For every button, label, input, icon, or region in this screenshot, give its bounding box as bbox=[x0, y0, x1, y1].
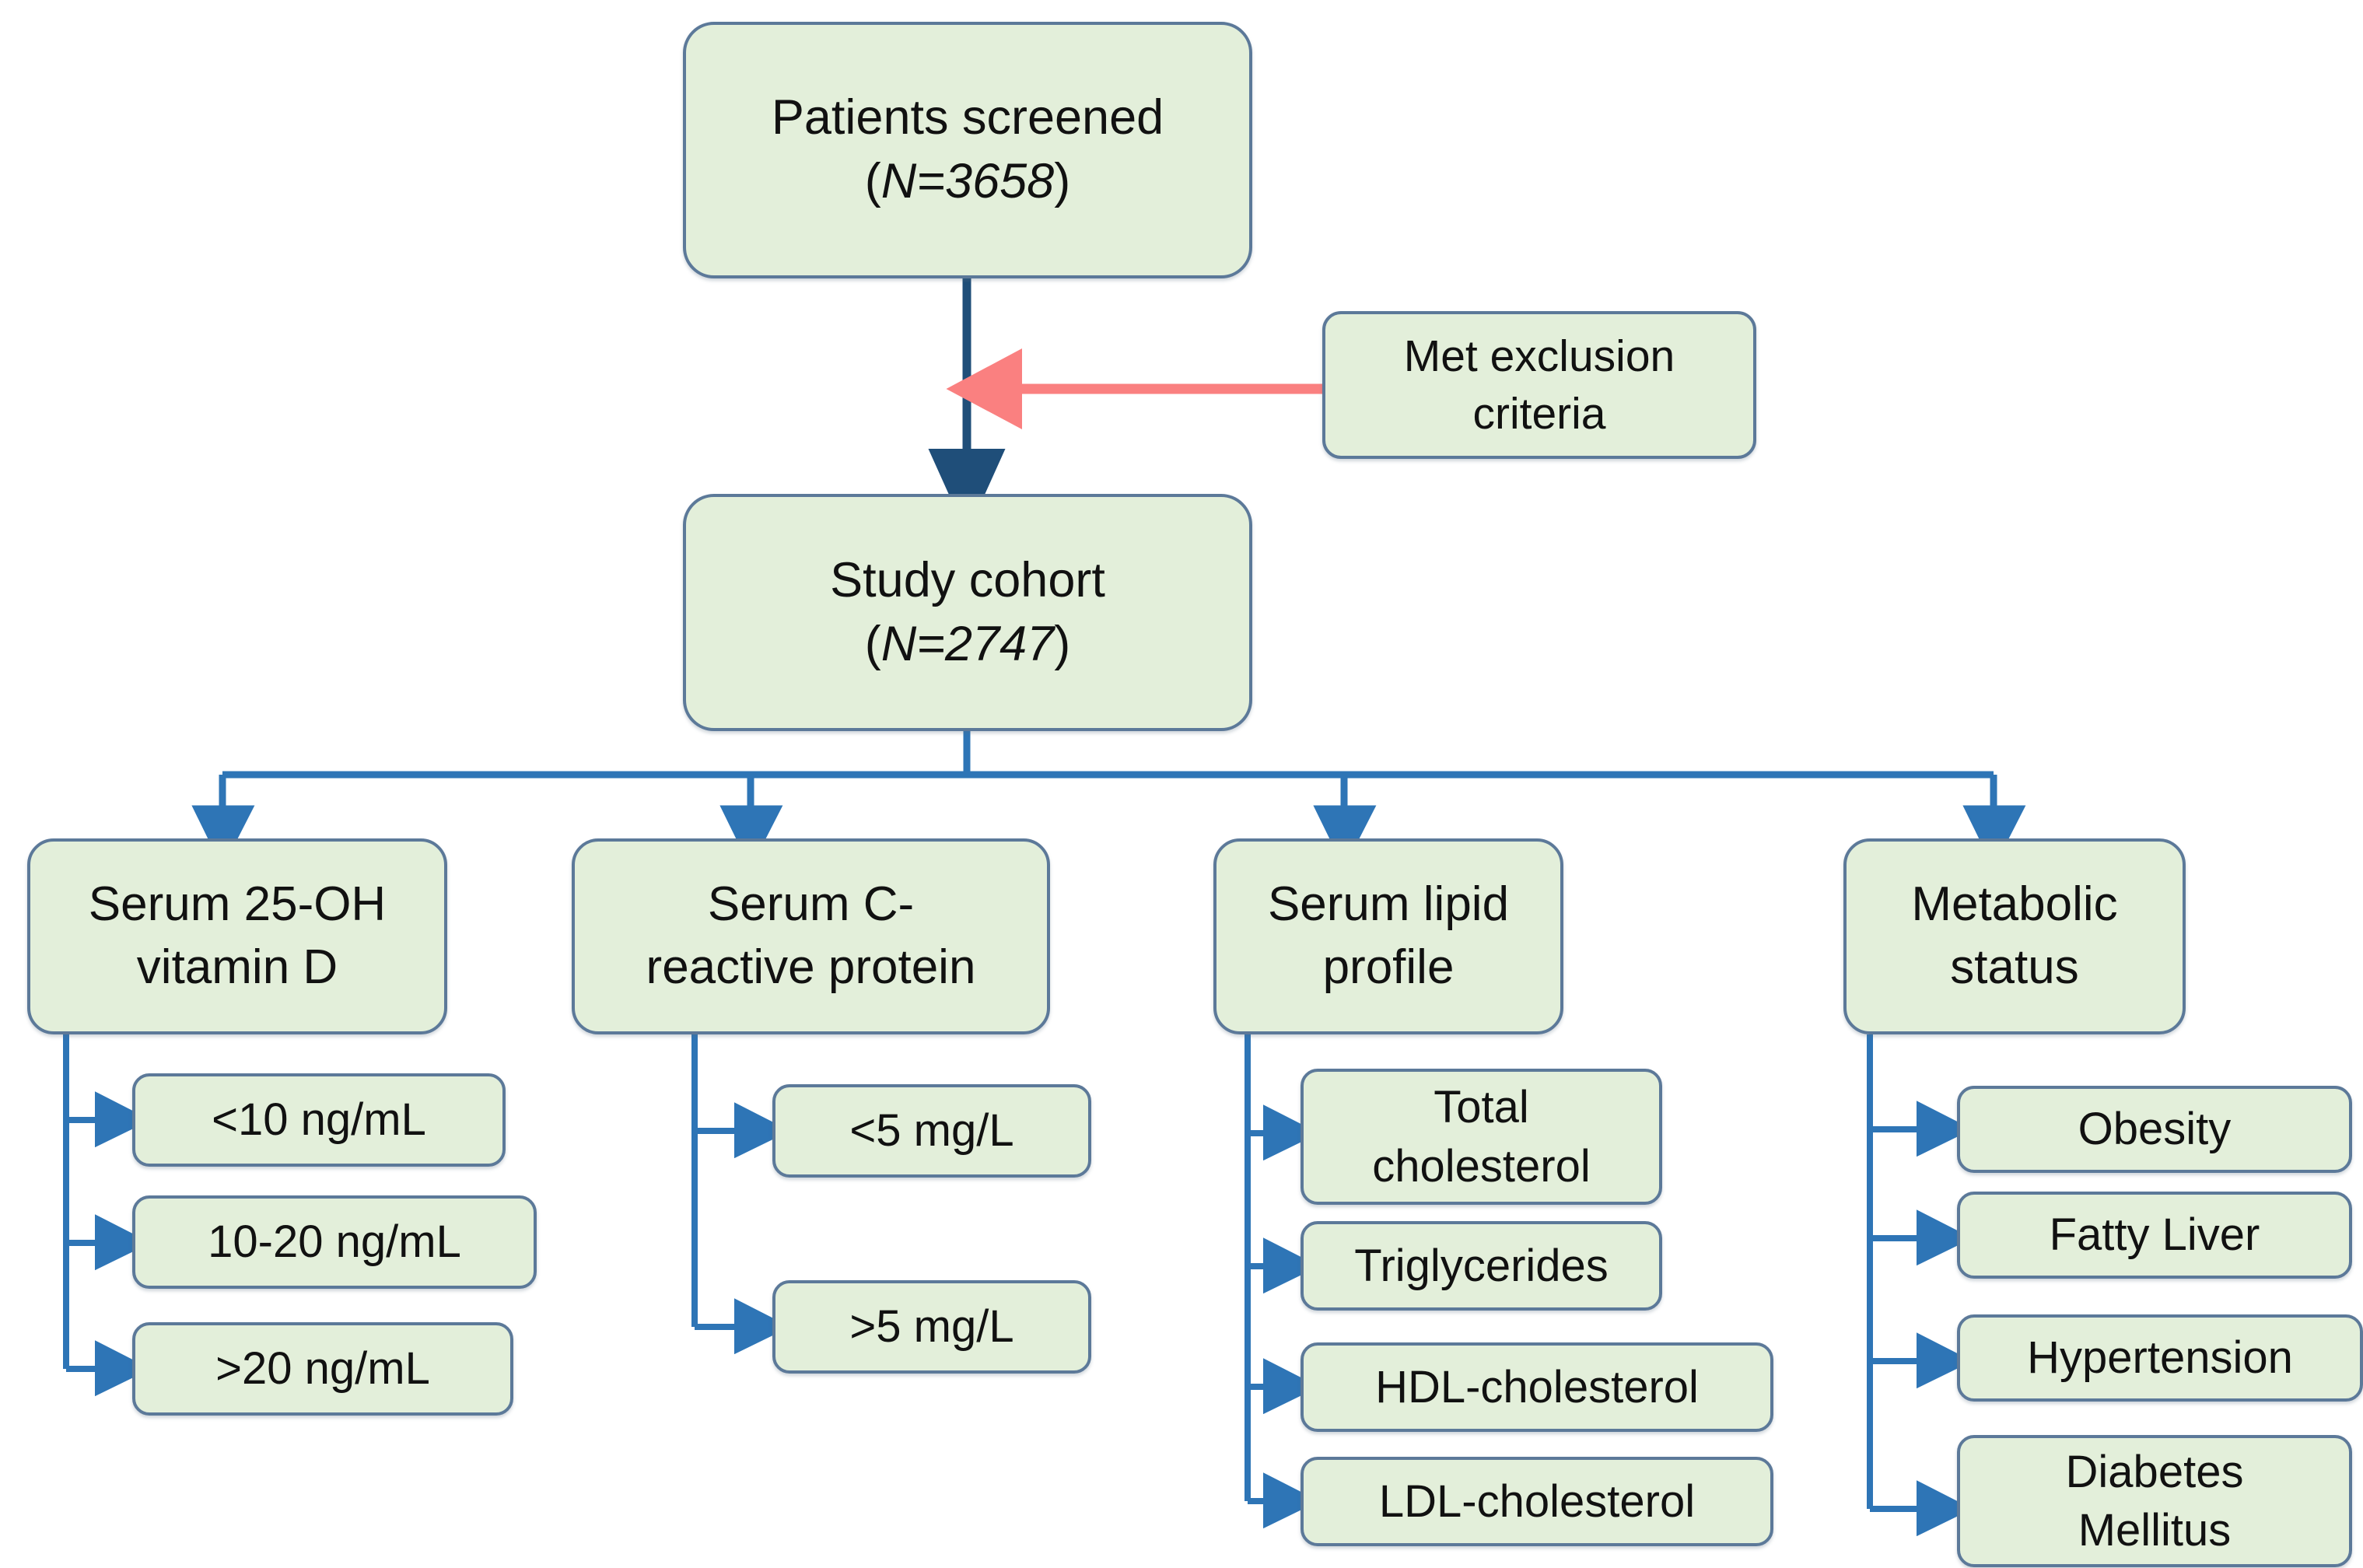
study-cohort-count: (N=2747) bbox=[864, 616, 1071, 671]
triglycerides-label: Triglycerides bbox=[1354, 1240, 1609, 1291]
metabolic-title-line2: status bbox=[1950, 940, 2079, 994]
diabetes-label-line1: Diabetes bbox=[2065, 1446, 2244, 1497]
study-cohort-label: Study cohort bbox=[830, 552, 1105, 607]
lipid-title-line1: Serum lipid bbox=[1267, 877, 1510, 932]
fatty-liver-label: Fatty Liver bbox=[2049, 1209, 2260, 1261]
connector-cohort-distributor bbox=[191, 731, 2026, 869]
vitamin-d-gt20-label: >20 ng/mL bbox=[215, 1343, 430, 1395]
node-serum-25oh-vitamin-d[interactable]: Serum 25-OH vitamin D bbox=[27, 838, 447, 1034]
crp-lt5-label: <5 mg/L bbox=[849, 1105, 1014, 1157]
patients-screened-count: (N=3658) bbox=[864, 154, 1071, 208]
lipid-title-line2: profile bbox=[1322, 940, 1455, 994]
exclusion-label-line2: criteria bbox=[1472, 389, 1606, 439]
node-crp-gt5[interactable]: >5 mg/L bbox=[772, 1280, 1091, 1374]
node-serum-lipid-profile[interactable]: Serum lipid profile bbox=[1213, 838, 1563, 1034]
total-cholesterol-label-line1: Total bbox=[1434, 1082, 1529, 1133]
node-serum-c-reactive-protein[interactable]: Serum C- reactive protein bbox=[572, 838, 1050, 1034]
metabolic-title-line1: Metabolic bbox=[1911, 877, 2118, 932]
node-patients-screened[interactable]: Patients screened (N=3658) bbox=[683, 22, 1252, 278]
crp-gt5-label: >5 mg/L bbox=[849, 1301, 1014, 1353]
hypertension-label: Hypertension bbox=[2027, 1332, 2293, 1384]
vitamin-d-title-line1: Serum 25-OH bbox=[88, 877, 387, 932]
connector-metabolic-branches bbox=[1867, 1034, 1973, 1537]
node-obesity[interactable]: Obesity bbox=[1957, 1086, 2352, 1173]
crp-title-line2: reactive protein bbox=[646, 940, 976, 994]
node-study-cohort[interactable]: Study cohort (N=2747) bbox=[683, 494, 1252, 731]
node-triglycerides[interactable]: Triglycerides bbox=[1301, 1221, 1662, 1311]
node-ldl-cholesterol[interactable]: LDL-cholesterol bbox=[1301, 1457, 1773, 1546]
node-hdl-cholesterol[interactable]: HDL-cholesterol bbox=[1301, 1342, 1773, 1432]
node-crp-lt5[interactable]: <5 mg/L bbox=[772, 1084, 1091, 1178]
vitamin-d-title-line2: vitamin D bbox=[136, 940, 338, 994]
patients-screened-n: N=3658 bbox=[880, 154, 1055, 208]
crp-title-line1: Serum C- bbox=[707, 877, 915, 932]
connector-lipid-branches bbox=[1245, 1034, 1319, 1529]
ldl-cholesterol-label: LDL-cholesterol bbox=[1378, 1475, 1696, 1527]
node-vitamin-d-gt20[interactable]: >20 ng/mL bbox=[132, 1322, 513, 1416]
obesity-label: Obesity bbox=[2078, 1104, 2232, 1155]
connector-crp-branches bbox=[691, 1034, 790, 1355]
node-total-cholesterol[interactable]: Total cholesterol bbox=[1301, 1069, 1662, 1205]
node-metabolic-status[interactable]: Metabolic status bbox=[1843, 838, 2186, 1034]
diabetes-label-line2: Mellitus bbox=[2078, 1505, 2232, 1556]
hdl-cholesterol-label: HDL-cholesterol bbox=[1375, 1361, 1699, 1412]
node-hypertension[interactable]: Hypertension bbox=[1957, 1314, 2363, 1402]
node-diabetes-mellitus[interactable]: Diabetes Mellitus bbox=[1957, 1435, 2352, 1567]
connector-vitamin-d-branches bbox=[63, 1034, 151, 1397]
vitamin-d-lt10-label: <10 ng/mL bbox=[212, 1094, 426, 1146]
node-met-exclusion-criteria[interactable]: Met exclusion criteria bbox=[1322, 311, 1756, 459]
vitamin-d-10-20-label: 10-20 ng/mL bbox=[208, 1216, 461, 1268]
total-cholesterol-label-line2: cholesterol bbox=[1372, 1140, 1591, 1192]
node-vitamin-d-10-20[interactable]: 10-20 ng/mL bbox=[132, 1195, 537, 1289]
node-vitamin-d-lt10[interactable]: <10 ng/mL bbox=[132, 1073, 506, 1167]
study-cohort-n: N=2747 bbox=[880, 616, 1055, 671]
node-fatty-liver[interactable]: Fatty Liver bbox=[1957, 1192, 2352, 1279]
exclusion-label-line1: Met exclusion bbox=[1403, 331, 1675, 381]
patients-screened-label: Patients screened bbox=[771, 90, 1164, 145]
